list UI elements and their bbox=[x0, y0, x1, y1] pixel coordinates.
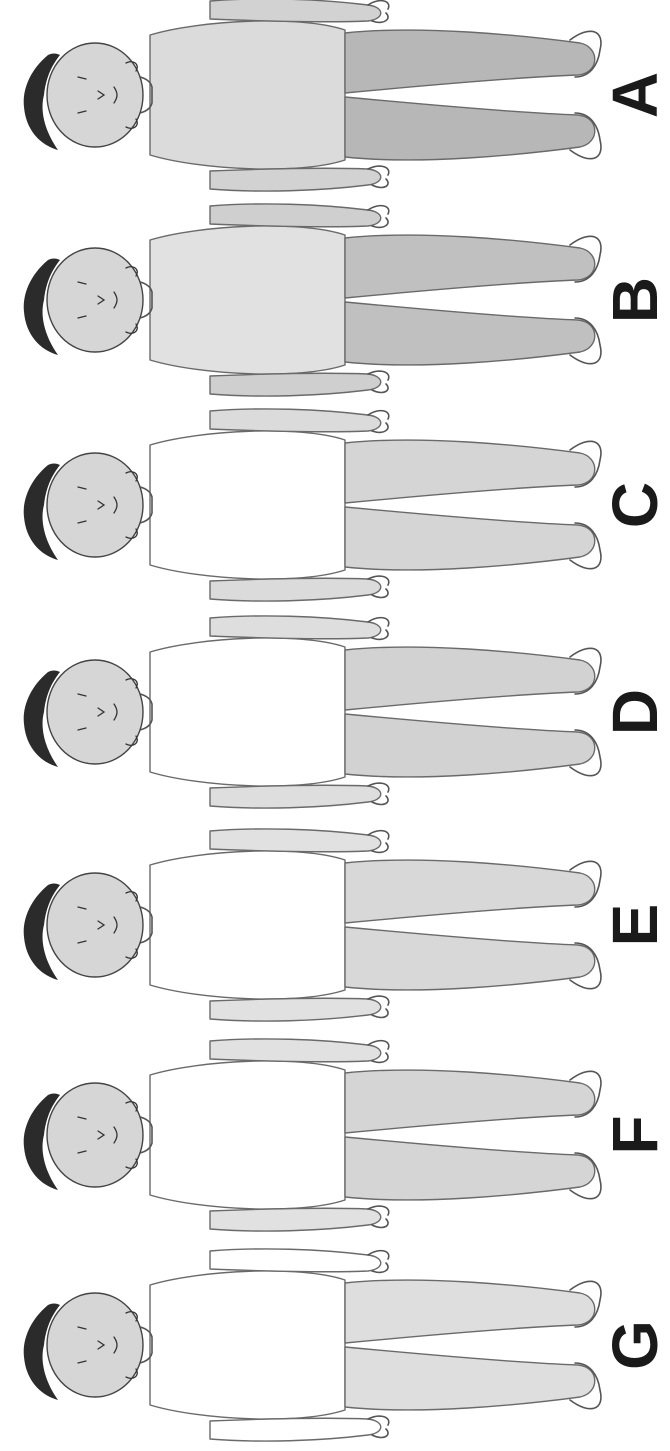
panel-label-d: D bbox=[599, 689, 670, 735]
torso-outline bbox=[150, 1061, 345, 1209]
head-face bbox=[47, 1083, 143, 1187]
torso-outline bbox=[150, 638, 345, 786]
head-face bbox=[47, 43, 143, 147]
head-face bbox=[47, 248, 143, 352]
head-face bbox=[47, 873, 143, 977]
torso-outline bbox=[150, 851, 345, 999]
arm-upper-outline bbox=[210, 0, 381, 22]
torso-outline bbox=[150, 226, 345, 374]
head-face bbox=[47, 453, 143, 557]
panel-label-e: E bbox=[599, 904, 670, 947]
panel-label-a: A bbox=[599, 72, 670, 118]
panel-label-c: C bbox=[599, 482, 670, 528]
torso-outline bbox=[150, 431, 345, 579]
panel-label-f: F bbox=[599, 1115, 670, 1154]
torso-outline bbox=[150, 1271, 345, 1419]
panel-label-b: B bbox=[599, 277, 670, 323]
head-face bbox=[47, 660, 143, 764]
torso-outline bbox=[150, 21, 345, 169]
panel-label-g: G bbox=[599, 1320, 670, 1370]
head-face bbox=[47, 1293, 143, 1397]
